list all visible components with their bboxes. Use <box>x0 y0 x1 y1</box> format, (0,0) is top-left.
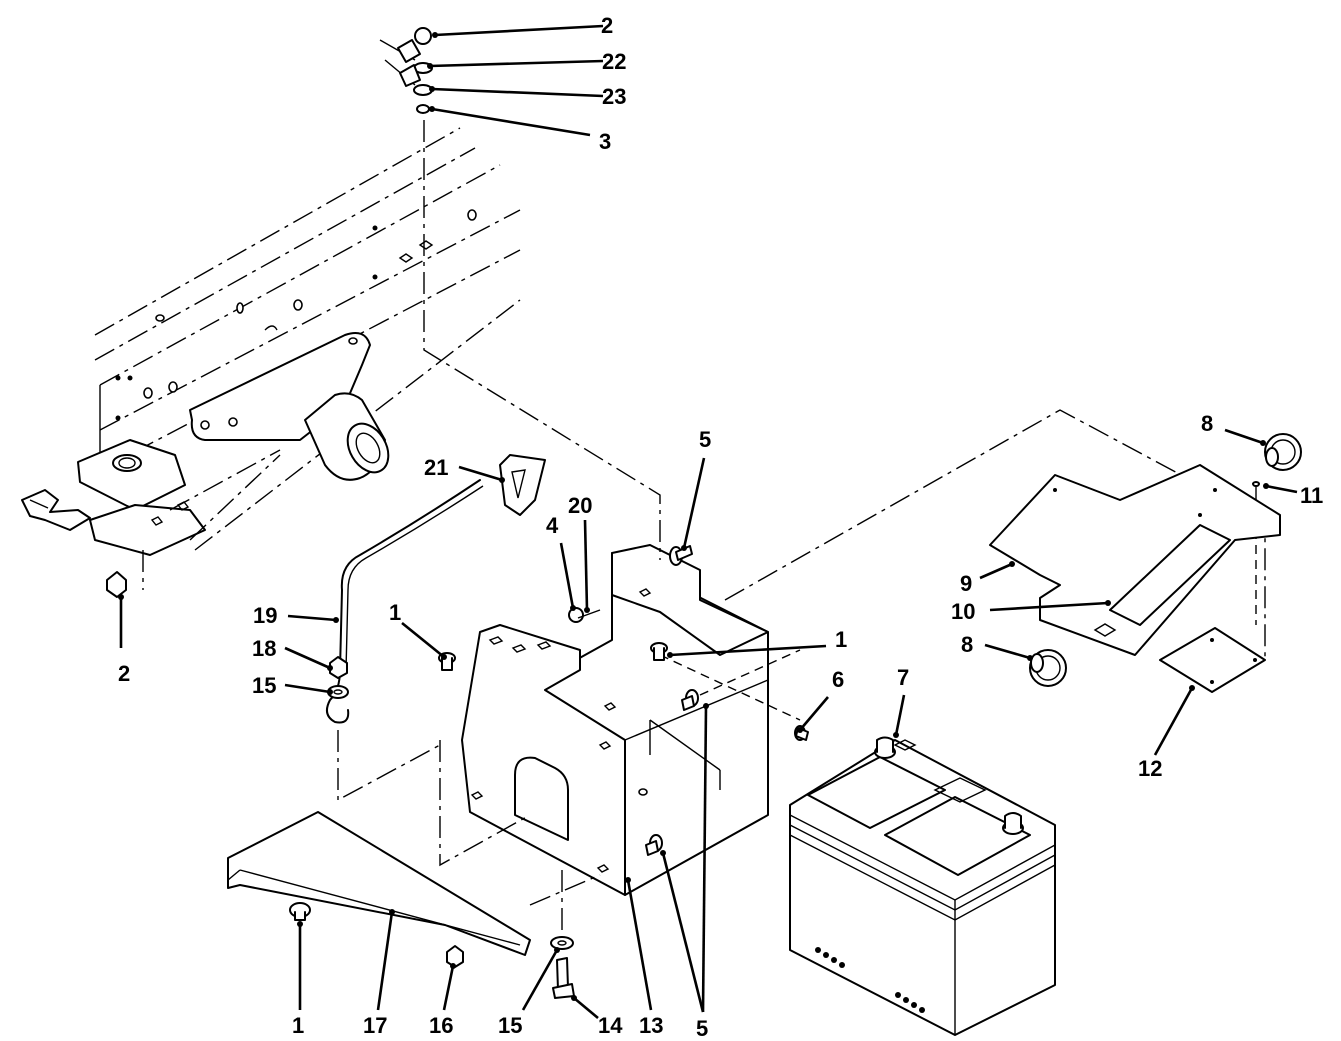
callout-label: 10 <box>951 599 975 624</box>
fasteners <box>106 27 1260 999</box>
callout-label: 18 <box>252 636 276 661</box>
callout-label: 17 <box>363 1013 387 1038</box>
callout-label: 5 <box>699 427 711 452</box>
callout-label: 2 <box>601 13 613 38</box>
knob-upper <box>1264 433 1302 471</box>
callout-label: 6 <box>832 667 844 692</box>
battery-tray <box>461 544 769 896</box>
callout-labels: 2 22 23 3 2 21 19 18 15 1 4 20 5 1 6 7 8… <box>118 13 1323 1041</box>
hold-down <box>227 811 531 956</box>
callout-label: 1 <box>835 627 847 652</box>
callout-label: 21 <box>424 455 448 480</box>
callout-label: 2 <box>118 661 130 686</box>
strap <box>499 454 546 516</box>
callout-label: 12 <box>1138 756 1162 781</box>
callout-label: 16 <box>429 1013 453 1038</box>
callout-label: 15 <box>498 1013 522 1038</box>
callout-label: 8 <box>1201 411 1213 436</box>
callout-label: 20 <box>568 493 592 518</box>
callout-label: 4 <box>546 513 559 538</box>
callout-label: 19 <box>253 603 277 628</box>
pivot-bracket <box>77 332 390 556</box>
leader-lines <box>118 24 1298 1019</box>
callout-label: 13 <box>639 1013 663 1038</box>
callout-label: 1 <box>292 1013 304 1038</box>
callout-label: 1 <box>389 600 401 625</box>
frame-rail <box>94 127 521 551</box>
support-rod <box>325 479 484 724</box>
battery-cover <box>989 464 1281 656</box>
callout-label: 9 <box>960 571 972 596</box>
callout-label: 3 <box>599 129 611 154</box>
callout-label: 22 <box>602 49 626 74</box>
assembly-lines <box>142 120 1266 935</box>
callout-label: 11 <box>1300 483 1323 508</box>
callout-label: 14 <box>598 1013 623 1038</box>
clip <box>21 489 91 531</box>
battery-vents <box>815 947 925 1013</box>
battery <box>789 736 1056 1036</box>
callout-label: 7 <box>897 665 909 690</box>
callout-label: 23 <box>602 84 626 109</box>
callout-label: 15 <box>252 673 276 698</box>
callout-label: 8 <box>961 632 973 657</box>
pad <box>1159 627 1266 693</box>
callout-label: 5 <box>696 1016 708 1041</box>
knob-lower <box>1029 649 1067 687</box>
